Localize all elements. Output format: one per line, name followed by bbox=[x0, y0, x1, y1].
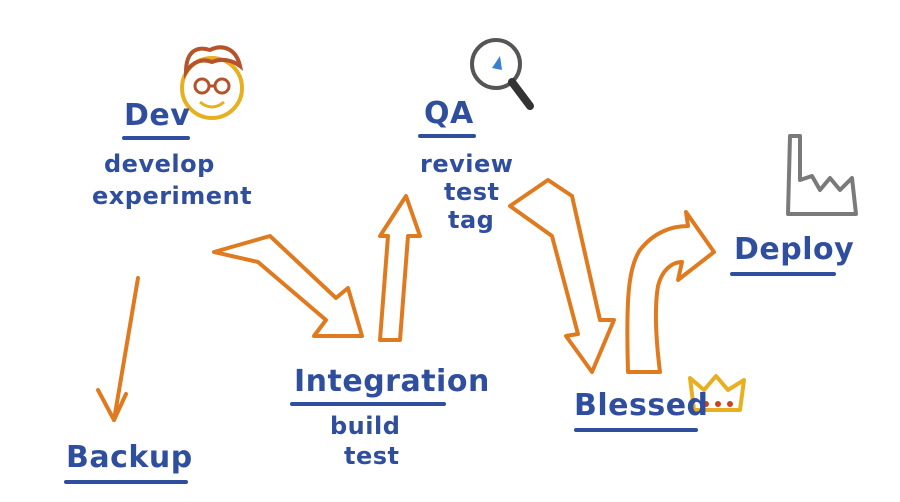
deploy-title-underline bbox=[730, 272, 836, 276]
magnifying-glass-icon bbox=[470, 38, 534, 110]
deploy-title: Deploy bbox=[734, 232, 855, 267]
factory-icon bbox=[786, 134, 858, 216]
dev-title: Dev bbox=[124, 98, 191, 133]
crown-icon bbox=[688, 374, 746, 412]
qa-line-test: test bbox=[444, 178, 500, 206]
blessed-title: Blessed bbox=[574, 388, 709, 423]
developer-face-icon bbox=[180, 45, 244, 120]
dev-line-develop: develop bbox=[104, 150, 215, 178]
backup-title-underline bbox=[64, 480, 188, 484]
integration-title-underline bbox=[290, 402, 446, 406]
arrow-qa-to-blessed bbox=[508, 178, 616, 374]
qa-title: QA bbox=[424, 96, 474, 131]
arrow-integration-to-qa bbox=[378, 194, 422, 342]
blessed-title-underline bbox=[574, 428, 698, 432]
arrow-blessed-to-deploy bbox=[625, 210, 716, 374]
qa-title-underline bbox=[418, 134, 476, 138]
arrow-dev-to-integration bbox=[212, 234, 364, 338]
integration-title: Integration bbox=[294, 364, 490, 399]
arrow-dev-to-backup bbox=[96, 276, 140, 422]
backup-title: Backup bbox=[66, 440, 193, 475]
integration-line-build: build bbox=[330, 412, 401, 440]
qa-line-review: review bbox=[420, 150, 514, 178]
qa-line-tag: tag bbox=[448, 206, 495, 234]
integration-line-test: test bbox=[344, 442, 400, 470]
dev-line-experiment: experiment bbox=[92, 182, 253, 210]
dev-title-underline bbox=[122, 136, 190, 140]
